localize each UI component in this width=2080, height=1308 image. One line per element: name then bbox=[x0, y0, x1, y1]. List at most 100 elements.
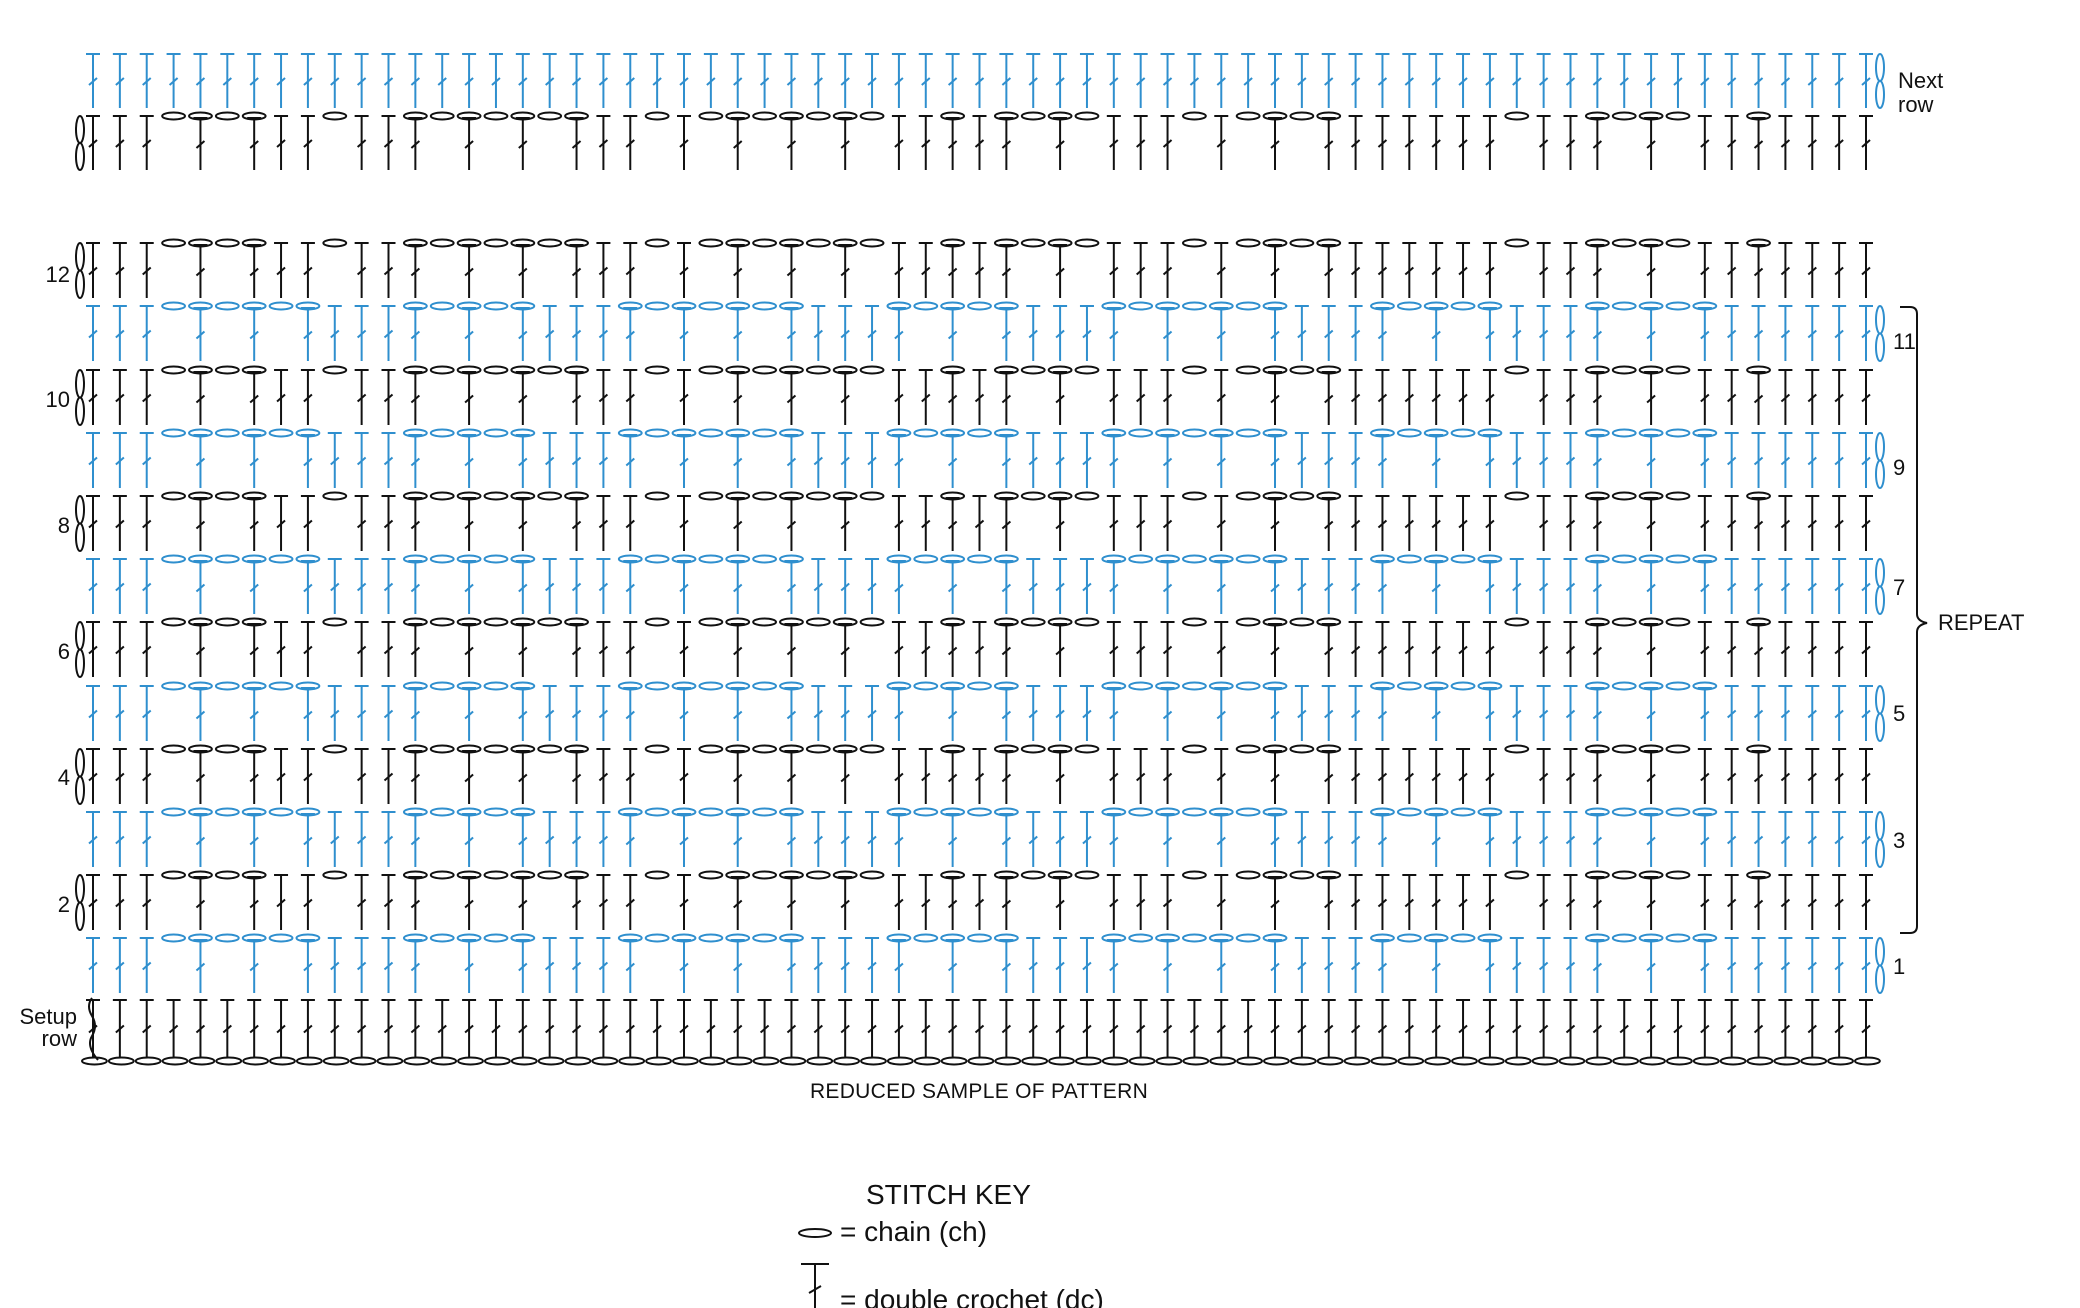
chain-stitch bbox=[1665, 807, 1691, 817]
dc-slash bbox=[840, 329, 850, 339]
dc-slash bbox=[1807, 266, 1817, 276]
dc-slash bbox=[1324, 394, 1334, 404]
dc-slash bbox=[1592, 77, 1603, 86]
dc-slash bbox=[1324, 77, 1334, 86]
chain-stitch bbox=[1181, 301, 1207, 311]
chain-stitch bbox=[268, 807, 294, 817]
dc-slash bbox=[1807, 393, 1817, 403]
dc-slash bbox=[947, 520, 958, 530]
dc-slash bbox=[1807, 835, 1817, 845]
dc-slash bbox=[1270, 457, 1280, 467]
chain-stitch bbox=[1128, 933, 1154, 943]
dc-slash bbox=[518, 646, 528, 656]
turning-chain bbox=[75, 115, 85, 144]
turning-chain bbox=[75, 369, 85, 399]
dc-slash bbox=[625, 330, 635, 340]
chain-stitch bbox=[859, 744, 885, 754]
dc-slash bbox=[1485, 139, 1495, 148]
row-number-6: 6 bbox=[58, 639, 70, 664]
dc-slash bbox=[1324, 267, 1334, 277]
chain-stitch bbox=[1397, 1056, 1425, 1066]
dc-slash bbox=[142, 1024, 152, 1034]
chain-stitch bbox=[1611, 870, 1637, 880]
dc-slash bbox=[786, 583, 797, 593]
dc-slash bbox=[1162, 330, 1173, 340]
dc-slash bbox=[1565, 139, 1576, 148]
dc-slash bbox=[1324, 961, 1334, 971]
stitch-key-title: STITCH KEY bbox=[866, 1179, 1031, 1210]
key-dc-label: = double crochet (dc) bbox=[840, 1284, 1104, 1308]
dc-slash bbox=[1780, 266, 1791, 276]
chain-stitch bbox=[214, 744, 240, 754]
chain-stitch bbox=[1155, 1056, 1183, 1066]
chain-stitch bbox=[1665, 681, 1691, 691]
dc-slash bbox=[1377, 645, 1388, 655]
dc-slash bbox=[1109, 962, 1119, 972]
dc-slash bbox=[840, 899, 850, 909]
dc-slash bbox=[679, 772, 689, 782]
chain-stitch bbox=[429, 933, 455, 943]
dc-slash bbox=[1753, 835, 1764, 845]
dc-slash bbox=[1753, 646, 1764, 656]
chain-stitch bbox=[752, 491, 778, 501]
chain-stitch bbox=[1396, 681, 1422, 691]
dc-slash bbox=[1861, 393, 1871, 403]
chain-stitch bbox=[1585, 1056, 1613, 1066]
dc-slash bbox=[88, 329, 98, 339]
chain-stitch bbox=[859, 238, 885, 248]
chain-stitch bbox=[1611, 807, 1637, 817]
chain-stitch bbox=[1665, 491, 1691, 501]
dc-slash bbox=[88, 77, 98, 86]
chain-stitch bbox=[805, 491, 831, 501]
dc-slash bbox=[1592, 330, 1603, 340]
dc-slash bbox=[733, 1024, 743, 1034]
dc-slash bbox=[679, 457, 689, 467]
dc-slash bbox=[383, 329, 394, 339]
dc-slash bbox=[1485, 77, 1495, 86]
dc-slash bbox=[1538, 835, 1549, 845]
dc-slash bbox=[1727, 582, 1737, 592]
dc-slash bbox=[1700, 583, 1710, 593]
dc-slash bbox=[464, 773, 474, 783]
dc-slash bbox=[1700, 710, 1710, 720]
dc-slash bbox=[1700, 962, 1710, 972]
dc-slash bbox=[303, 1024, 313, 1034]
dc-slash bbox=[786, 836, 797, 846]
chain-stitch bbox=[1235, 617, 1261, 627]
chain-stitch bbox=[1181, 933, 1207, 943]
chain-stitch bbox=[349, 1056, 377, 1066]
dc-slash bbox=[921, 77, 931, 86]
chain-stitch bbox=[1424, 1056, 1452, 1066]
dc-slash bbox=[249, 773, 259, 783]
dc-slash bbox=[921, 393, 931, 403]
chain-stitch bbox=[967, 428, 992, 438]
dc-slash bbox=[383, 77, 394, 86]
chain-stitch bbox=[644, 365, 670, 375]
chain-stitch bbox=[940, 1056, 968, 1066]
dc-slash bbox=[1001, 583, 1012, 593]
dc-slash bbox=[1270, 836, 1280, 846]
dc-slash bbox=[1431, 710, 1441, 720]
dc-slash bbox=[1109, 266, 1119, 276]
dc-slash bbox=[679, 645, 689, 655]
dc-slash bbox=[303, 77, 313, 86]
dc-slash bbox=[115, 139, 125, 148]
dc-slash bbox=[1834, 393, 1844, 403]
dc-slash bbox=[1270, 394, 1280, 404]
dc-slash bbox=[464, 520, 474, 530]
dc-slash bbox=[1216, 962, 1226, 972]
dc-slash bbox=[1055, 520, 1065, 530]
dc-slash bbox=[1834, 456, 1844, 466]
dc-slash bbox=[840, 646, 850, 656]
dc-slash bbox=[1404, 898, 1414, 908]
dc-slash bbox=[813, 77, 823, 86]
dc-slash bbox=[1055, 582, 1065, 592]
row-number-11: 11 bbox=[1893, 329, 1916, 354]
chain-stitch bbox=[698, 681, 724, 691]
chain-stitch bbox=[429, 807, 455, 817]
dc-slash bbox=[894, 330, 904, 340]
dc-slash bbox=[1727, 77, 1737, 86]
dc-slash bbox=[491, 77, 501, 86]
dc-slash bbox=[249, 1024, 259, 1034]
